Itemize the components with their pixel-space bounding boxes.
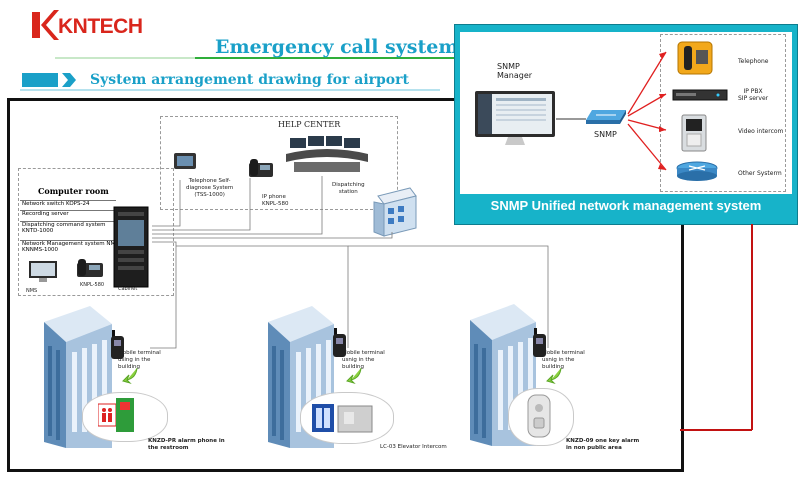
snmp-switch-label: SNMP [594,130,617,139]
ip-phone-label: IP phone KNPL-580 [262,194,289,207]
alarm-phone-icon [98,398,134,432]
device-caption: KNZD-PR alarm phone in the restroom [148,438,225,451]
mobile-terminal-label: Mobile terminal usnig in the building [542,350,585,370]
subtitle-bar: System arrangement drawing for airport [20,70,440,92]
server-rack-icon [672,89,728,101]
snmp-device-label: Other Systerm [738,170,782,177]
page-title: Emergency call system [215,36,459,58]
snmp-red-link [680,224,753,431]
snmp-device-label: IP PBX SIP server [738,88,769,102]
computer-room-box [18,168,174,296]
snmp-devices-box [660,34,786,192]
dispatching-station-icon [286,136,368,172]
cabinet-label: Cabinet [118,286,138,292]
snmp-connections [556,51,667,171]
kntech-logo-mark [32,10,59,40]
mobile-terminal-icon [111,330,124,359]
one-key-alarm-icon [527,394,551,438]
down-left-arrow-icon [546,367,562,384]
mobile-terminal-label: Mobile terminal usnig in the building [342,350,385,370]
computer-room-row: Recording server [20,210,116,220]
device-caption: LC-03 Elevator Intercom [380,444,447,450]
ip-phone-icon [77,259,103,277]
help-center-title: HELP CENTER [278,120,341,129]
router-icon [676,161,718,181]
page-subtitle: System arrangement drawing for airport [90,72,409,88]
snmp-device-label: Video intercom [738,128,784,135]
mobile-terminal-icon [533,328,546,357]
subtitle-arrow-icon [22,73,76,87]
computer-room-list: Network switch KOPS-24 Recording server … [20,200,119,258]
snmp-manager-computer [474,90,556,148]
ip-phone-icon [249,159,273,177]
server-cabinet-icon [113,206,149,288]
computer-room-row: Network Management system NMS KNNMS-1000 [20,240,119,258]
device-caption: KNZD-09 one key alarm in non public area [566,438,640,451]
help-center-box [160,116,398,210]
subtitle-underline [20,89,440,91]
mobile-terminal-label: Mobile terminal using in the building [118,350,161,370]
telephone-icon [677,41,713,75]
monitor-icon [475,91,555,145]
elevator-intercom-icon [312,404,373,433]
snmp-switch [586,106,628,126]
snmp-device-label: Telephone [738,58,769,65]
network-switch-icon [586,110,626,124]
video-intercom-icon [681,114,707,152]
nms-label: NMS [26,288,38,294]
self-diagnose-label: Telephone Self- diagnose System (TSS-100… [186,178,234,198]
dispatching-station-label: Dispatching station [332,182,365,195]
kntech-logo: KNTECH [30,8,180,42]
title-underline [55,57,455,59]
nms-computer-icon [29,261,57,282]
self-diagnose-terminal-icon [174,153,196,169]
computer-room-row: Dispatching command system KNTD-1000 [20,221,116,239]
down-left-arrow-icon [122,367,138,384]
knpl-label: KNPL-580 [80,282,105,288]
mobile-terminal-icon [333,328,346,357]
down-left-arrow-icon [346,367,362,384]
title-bar: Emergency call system [55,36,459,62]
terminal-building-icon [373,187,417,237]
brand-name: KNTECH [58,15,143,38]
snmp-manager-label: SNMP Manager [497,62,533,80]
network-wiring [150,176,549,349]
computer-room-row: Network switch KOPS-24 [20,200,116,210]
computer-room-title: Computer room [38,186,109,196]
snmp-caption: SNMP Unified network management system [490,198,762,213]
